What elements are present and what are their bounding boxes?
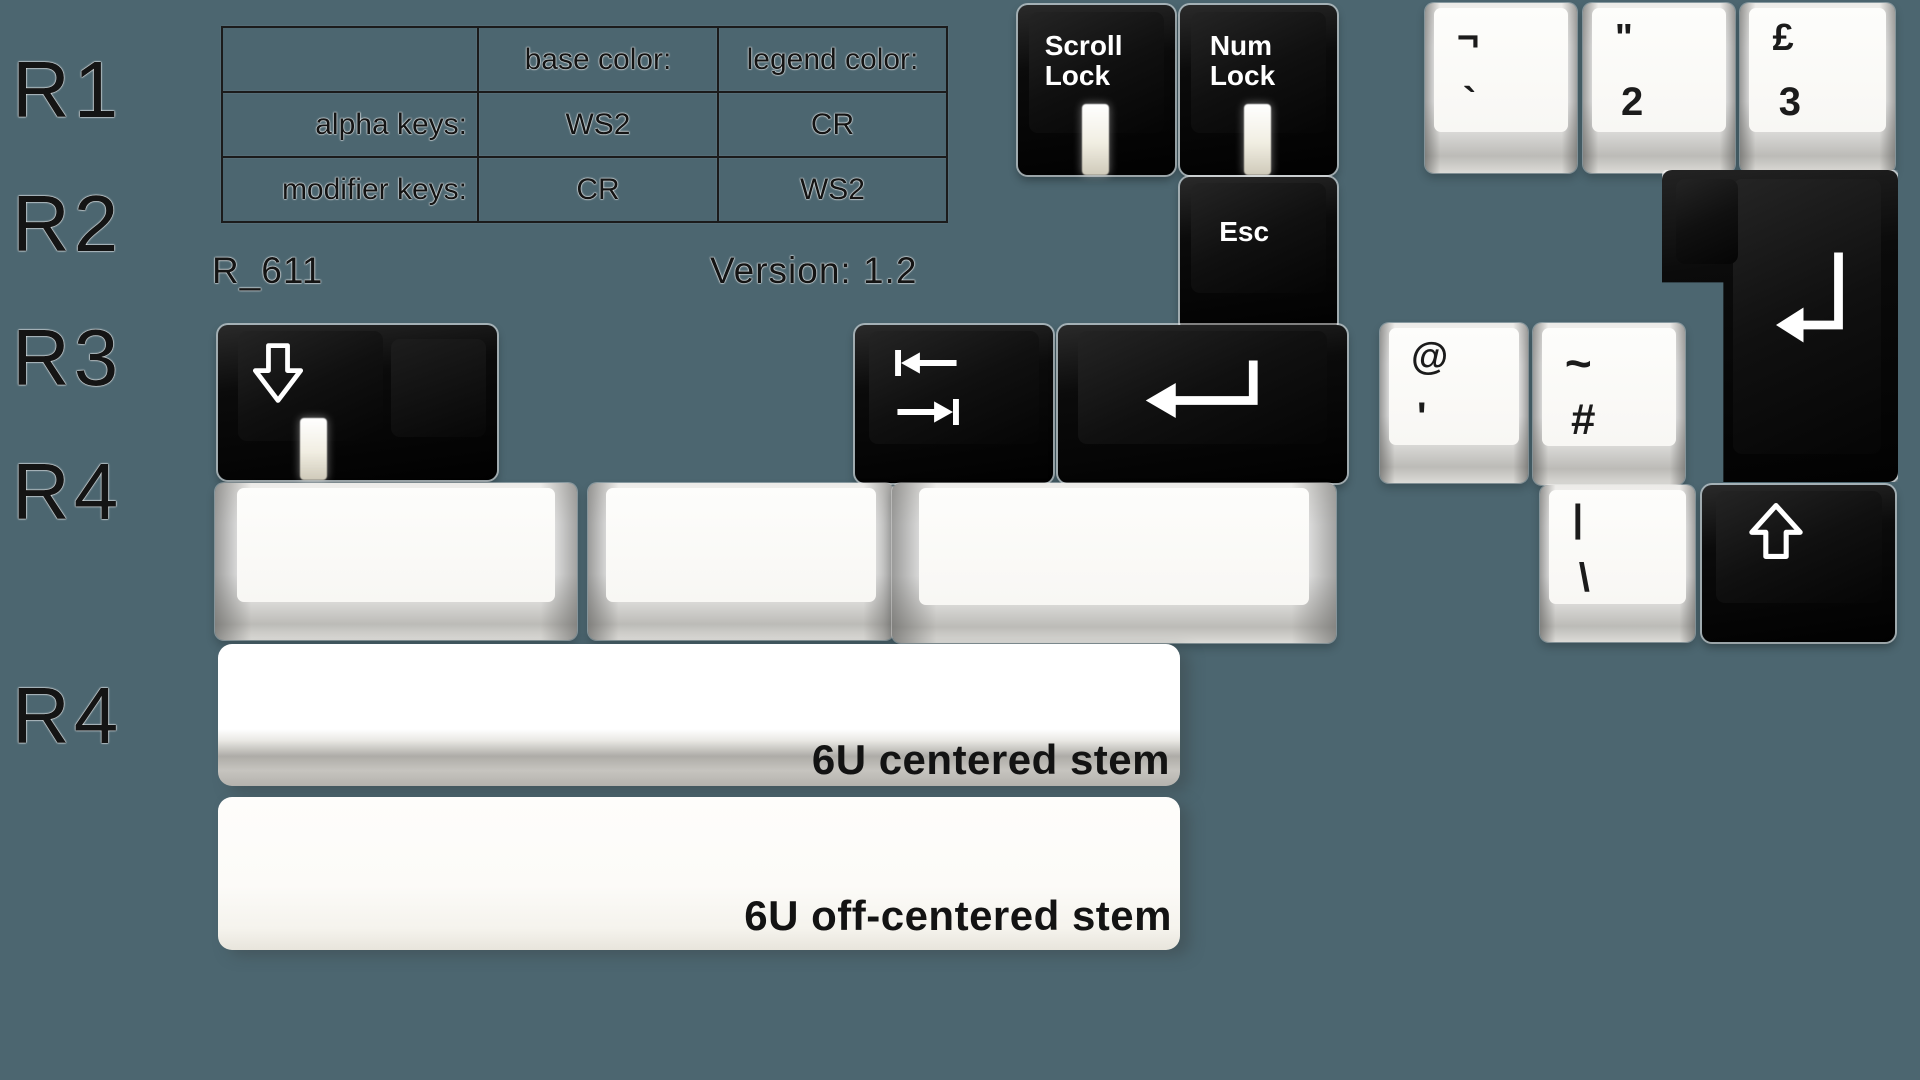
key-right-shift [1702,485,1895,642]
key-grave: ¬ ` [1425,3,1577,173]
key-tilde-hash: ~ # [1533,323,1685,485]
modifier-base-value: CR [477,156,719,223]
bar-left-arrow-icon [894,350,957,377]
spacebar-6u-centered: 6U centered stem [218,644,1180,786]
header-base-color: base color: [477,26,719,93]
key-scroll-lock: Scroll Lock [1018,5,1175,175]
header-empty-cell [221,26,479,93]
kit-id: R_611 [212,250,324,291]
pipe-top-legend: | [1572,498,1584,541]
keytop [868,331,1040,444]
backslash-bottom-legend: \ [1578,555,1590,600]
alpha-keys-label: alpha keys: [221,91,479,158]
led-window-icon [1244,103,1272,175]
key-blank-2u [588,483,894,640]
keytop [1592,8,1726,133]
at-top-legend: @ [1411,336,1449,379]
key-tab [855,325,1053,483]
keytop [918,487,1310,605]
spacebar-centered-caption: 6U centered stem [811,736,1170,783]
keytop [1542,327,1676,447]
row-label-r3: R3 [12,313,123,402]
down-arrow-outline-icon [253,343,304,403]
keytop [1388,327,1520,445]
key-enter [1058,325,1347,483]
key-blank-2-25u [215,483,577,640]
keytop [1190,183,1327,294]
key-2: " 2 [1583,3,1735,173]
header-legend-color: legend color: [717,26,948,93]
alpha-base-value: WS2 [477,91,719,158]
keytop [1078,331,1327,444]
num-lock-legend-line2: Lock [1209,60,1276,92]
return-arrow-icon [1146,360,1258,419]
row-label-r4-space: R4 [12,671,123,760]
table-row-alpha: alpha keys: WS2 CR [221,91,948,158]
table-row-modifier: modifier keys: CR WS2 [221,156,948,223]
pound-top-legend: £ [1772,17,1794,60]
quote-top-legend: " [1614,17,1633,60]
kit-version: Version: 1.2 [710,250,918,291]
grave-top-legend: ¬ [1456,17,1480,60]
key-iso-enter [1662,170,1898,482]
table-header-row: base color: legend color: [221,26,948,93]
keytop [1732,179,1882,454]
scroll-lock-legend-line2: Lock [1044,60,1111,92]
keytop [236,487,556,603]
return-arrow-icon [1775,252,1843,343]
three-bottom-legend: 3 [1778,79,1801,124]
spacebar-6u-off-centered: 6U off-centered stem [218,797,1180,950]
key-num-lock: Num Lock [1180,5,1337,175]
quote-bottom-legend: ' [1417,395,1427,439]
modifier-legend-value: WS2 [717,156,948,223]
bar-right-arrow-icon [897,399,959,426]
modifier-keys-label: modifier keys: [221,156,479,223]
key-blank-2-75u [892,483,1336,643]
grave-bottom-legend: ` [1463,79,1477,124]
keytop [606,487,876,603]
num-lock-legend-line1: Num [1209,29,1273,61]
key-esc: Esc [1180,177,1337,332]
led-window-icon [1082,103,1110,175]
key-3: £ 3 [1740,3,1895,173]
spacebar-off-centered-caption: 6U off-centered stem [744,892,1172,939]
row-label-r2: R2 [12,179,123,268]
caps-step [390,338,486,437]
color-table: base color: legend color: alpha keys: WS… [221,26,948,223]
keytop [1715,491,1882,603]
tilde-top-legend: ~ [1564,336,1592,389]
keytop-wing [1676,179,1738,264]
keytop [1549,489,1686,605]
row-label-r1: R1 [12,45,123,134]
up-arrow-outline-icon [1749,502,1804,559]
key-pipe-backslash: | \ [1540,485,1695,642]
esc-legend: Esc [1219,216,1270,248]
hash-bottom-legend: # [1571,394,1596,444]
led-window-icon [300,418,327,480]
scroll-lock-legend-line1: Scroll [1044,29,1123,61]
key-at-quote: @ ' [1380,323,1528,483]
two-bottom-legend: 2 [1621,79,1644,124]
keytop [1434,8,1568,133]
row-label-r4: R4 [12,447,123,536]
alpha-legend-value: CR [717,91,948,158]
key-caps-lock-stepped [218,325,497,480]
keytop [1749,8,1886,133]
